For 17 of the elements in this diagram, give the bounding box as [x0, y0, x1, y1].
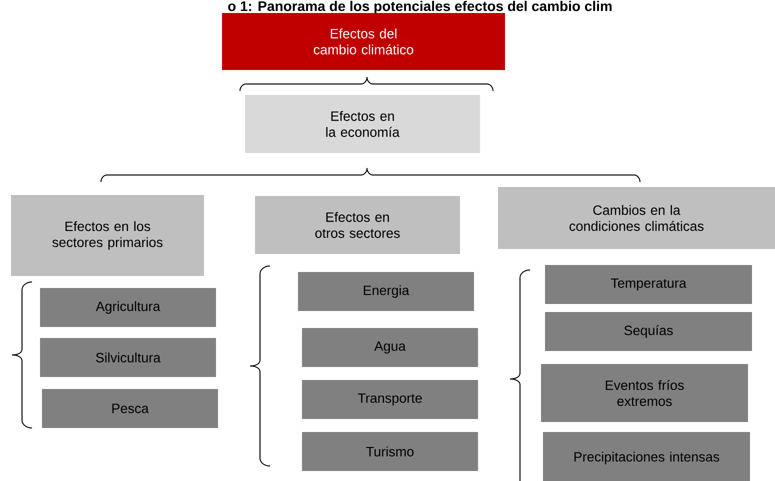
title: o 1: Panorama de los potenciales efectos del cambio clim — [228, 0, 612, 14]
item-box: Silvicultura — [40, 338, 216, 377]
item-box: Eventos fríos extremos — [541, 364, 748, 422]
category-box: Efectos en los sectores primarios — [11, 195, 204, 276]
item-box: Precipitaciones intensas — [543, 432, 750, 481]
category-box: Efectos en la economía — [245, 95, 480, 153]
item-box: Temperatura — [545, 265, 752, 304]
item-box: Transporte — [302, 380, 478, 419]
item-box: Energia — [298, 272, 474, 311]
title-box: Efectos del cambio climático — [222, 13, 505, 70]
item-box: Turismo — [302, 432, 478, 471]
item-box: Sequías — [545, 312, 752, 351]
item-box: Pesca — [42, 389, 218, 428]
item-box: Agua — [302, 328, 478, 367]
category-box: Efectos en otros sectores — [255, 196, 460, 254]
category-box: Cambios en la condiciones climáticas — [498, 187, 775, 249]
item-box: Agricultura — [40, 288, 216, 327]
